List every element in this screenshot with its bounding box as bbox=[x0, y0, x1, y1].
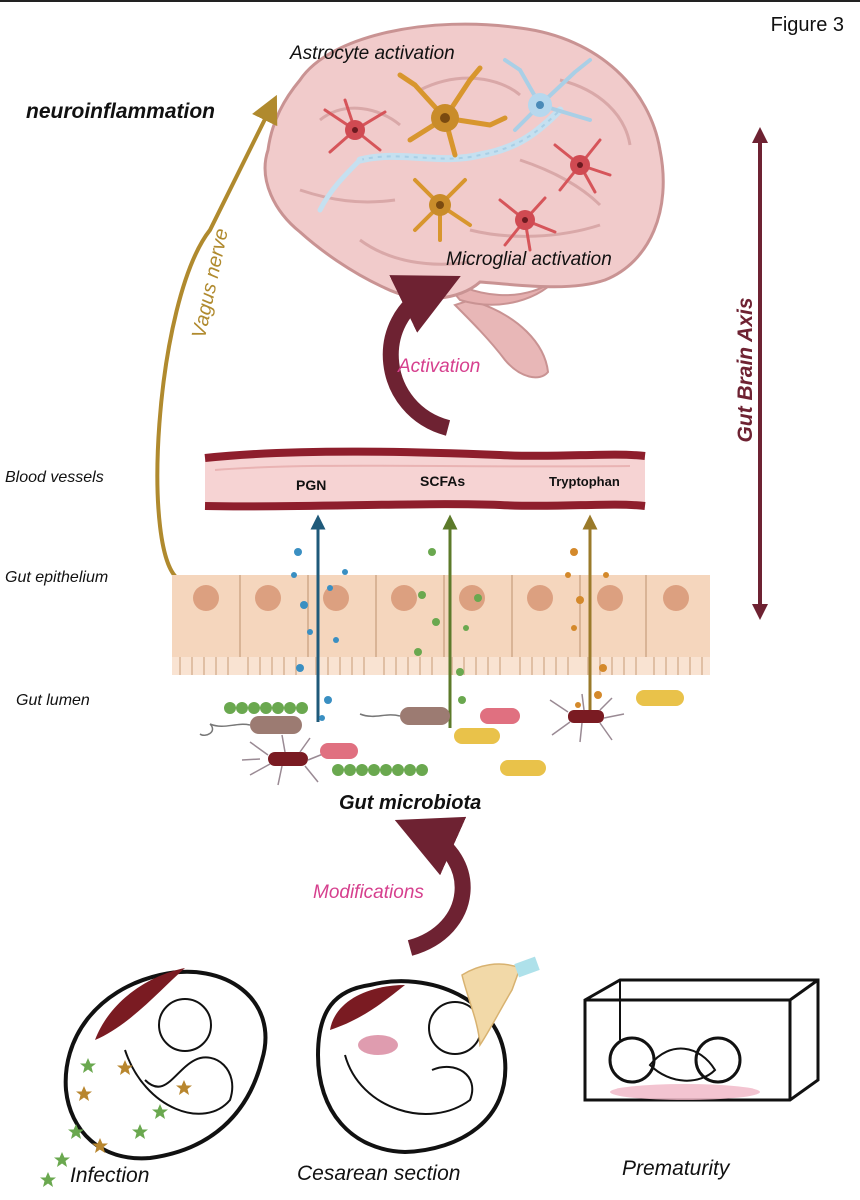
gut-epithelium bbox=[172, 575, 710, 675]
blood-vessels-label: Blood vessels bbox=[5, 469, 104, 486]
activation-label: Activation bbox=[398, 356, 481, 377]
neuroinflammation-label: neuroinflammation bbox=[26, 100, 216, 123]
cesarean-section-label: Cesarean section bbox=[297, 1162, 461, 1185]
glove-icon bbox=[461, 963, 521, 1048]
incubator-illustration bbox=[583, 978, 820, 1102]
metabolite-tryptophan-label: Tryptophan bbox=[549, 474, 620, 489]
microglia-cell bbox=[553, 138, 612, 194]
flagellated-bacterium bbox=[549, 693, 625, 743]
prematurity-label: Prematurity bbox=[622, 1157, 730, 1180]
activation-arrow bbox=[382, 275, 461, 436]
metabolite-pgn-label: PGN bbox=[296, 477, 327, 493]
gut-brain-axis-label: Gut Brain Axis bbox=[734, 297, 757, 443]
metabolite-scfas-label: SCFAs bbox=[420, 473, 466, 489]
microglia-cell bbox=[498, 196, 557, 252]
top-border-line bbox=[0, 0, 860, 2]
blood-vessel bbox=[204, 447, 646, 511]
tryptophan-transport bbox=[565, 514, 609, 712]
brain-illustration bbox=[263, 22, 665, 379]
astrocyte-cell bbox=[397, 65, 508, 158]
gut-lumen-label: Gut lumen bbox=[16, 692, 90, 709]
figure-label: Figure 3 bbox=[770, 14, 844, 36]
gut-bacteria bbox=[199, 690, 684, 786]
vagus-nerve-arrow bbox=[155, 94, 278, 582]
neuron bbox=[503, 58, 592, 132]
gut-microbiota-label: Gut microbiota bbox=[339, 792, 482, 814]
infection-illustration bbox=[40, 968, 268, 1187]
flagellated-bacterium bbox=[241, 734, 329, 786]
bacteria-chain bbox=[332, 764, 428, 776]
pgn-transport bbox=[291, 514, 348, 722]
modifications-arrow bbox=[394, 816, 471, 956]
bacteria-chain bbox=[224, 702, 308, 714]
cesarean-illustration bbox=[315, 956, 540, 1155]
astrocyte-cell bbox=[413, 178, 472, 242]
infection-label: Infection bbox=[70, 1164, 150, 1187]
microglia-cell bbox=[323, 98, 387, 154]
gut-epithelium-label: Gut epithelium bbox=[5, 569, 109, 586]
astrocyte-activation-label: Astrocyte activation bbox=[290, 43, 455, 64]
modifications-label: Modifications bbox=[313, 882, 424, 903]
microglial-activation-label: Microglial activation bbox=[446, 249, 612, 270]
